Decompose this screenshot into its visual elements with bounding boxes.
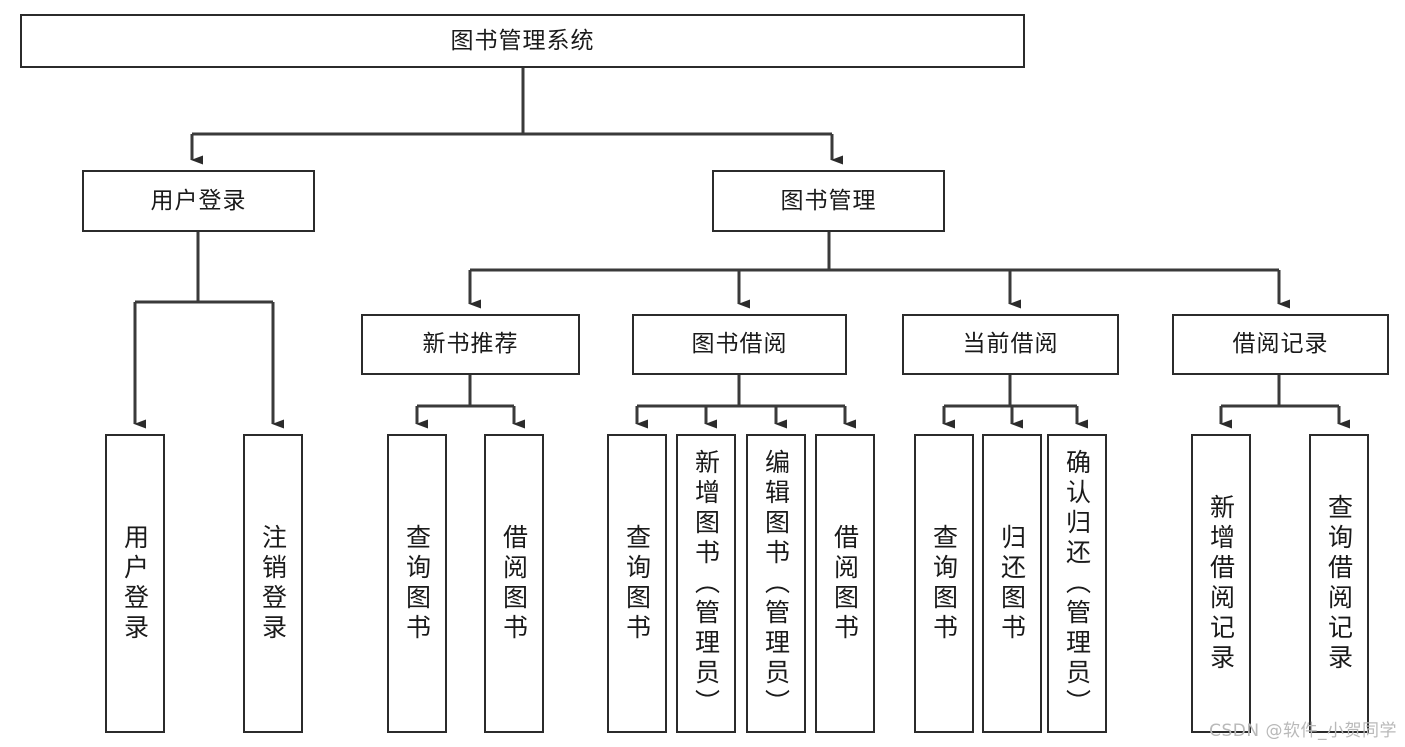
node-label: 借阅图书 — [830, 523, 860, 644]
node-label: 图书管理 — [780, 187, 877, 214]
node-label: 用户登录 — [150, 187, 247, 214]
node-label: 新书推荐 — [422, 331, 519, 358]
node-leaf-logout[interactable]: 注销登录 — [243, 434, 303, 733]
node-new-book-recommend[interactable]: 新书推荐 — [361, 314, 580, 375]
node-leaf-query-book-borrow[interactable]: 查询图书 — [607, 434, 667, 733]
node-leaf-query-book-current[interactable]: 查询图书 — [914, 434, 974, 733]
node-label: 查询图书 — [622, 523, 652, 644]
node-label: 查询图书 — [402, 523, 432, 644]
node-leaf-add-borrow-record[interactable]: 新增借阅记录 — [1191, 434, 1251, 733]
node-book-management[interactable]: 图书管理 — [712, 170, 945, 232]
node-leaf-query-book-recommend[interactable]: 查询图书 — [387, 434, 447, 733]
node-label: 注销登录 — [258, 523, 288, 644]
node-label: 编辑图书（管理员） — [761, 448, 791, 719]
node-leaf-confirm-return-admin[interactable]: 确认归还（管理员） — [1047, 434, 1107, 733]
node-label: 借阅图书 — [499, 523, 529, 644]
node-label: 确认归还（管理员） — [1062, 448, 1092, 719]
node-label: 借阅记录 — [1232, 331, 1329, 358]
watermark: CSDN @软件_小贺同学 — [1209, 721, 1397, 741]
node-label: 图书借阅 — [691, 331, 788, 358]
node-leaf-borrow-book[interactable]: 借阅图书 — [815, 434, 875, 733]
node-leaf-edit-book-admin[interactable]: 编辑图书（管理员） — [746, 434, 806, 733]
node-label: 查询借阅记录 — [1324, 493, 1354, 674]
node-leaf-borrow-book-recommend[interactable]: 借阅图书 — [484, 434, 544, 733]
node-leaf-add-book-admin[interactable]: 新增图书（管理员） — [676, 434, 736, 733]
node-leaf-return-book[interactable]: 归还图书 — [982, 434, 1042, 733]
node-label: 新增图书（管理员） — [691, 448, 721, 719]
node-label: 查询图书 — [929, 523, 959, 644]
node-borrow-records[interactable]: 借阅记录 — [1172, 314, 1389, 375]
node-label: 新增借阅记录 — [1206, 493, 1236, 674]
node-current-borrow[interactable]: 当前借阅 — [902, 314, 1119, 375]
node-root-book-management-system[interactable]: 图书管理系统 — [20, 14, 1025, 68]
node-leaf-user-login[interactable]: 用户登录 — [105, 434, 165, 733]
node-user-login[interactable]: 用户登录 — [82, 170, 315, 232]
node-book-borrow[interactable]: 图书借阅 — [632, 314, 847, 375]
node-label: 图书管理系统 — [450, 27, 595, 54]
node-label: 用户登录 — [120, 523, 150, 644]
node-label: 归还图书 — [997, 523, 1027, 644]
node-leaf-query-borrow-record[interactable]: 查询借阅记录 — [1309, 434, 1369, 733]
node-label: 当前借阅 — [962, 331, 1059, 358]
